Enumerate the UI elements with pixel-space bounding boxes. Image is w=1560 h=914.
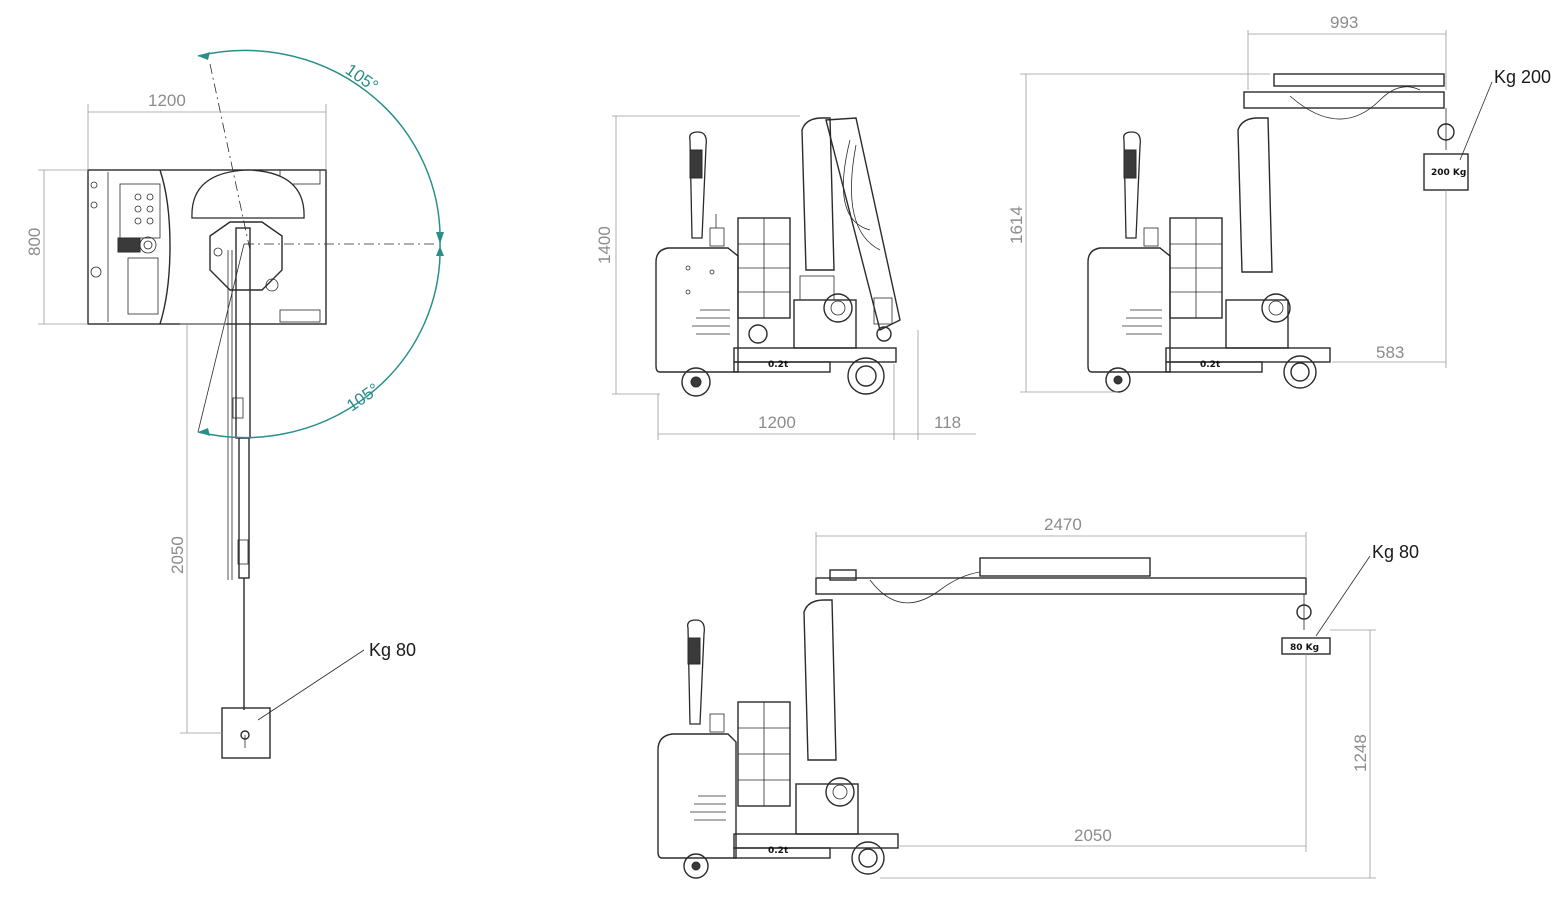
side-view-extended: 80 Kg 0.2t 2470 2050 1248 Kg 80 — [657, 515, 1419, 879]
side-view-raised: 200 Kg 0.2t 993 1614 583 Kg 200 — [1007, 13, 1551, 393]
dim-folded-height: 1400 — [595, 226, 614, 264]
dim-top-reach: 2050 — [168, 536, 187, 574]
extended-chassis — [733, 833, 899, 849]
top-view: 105° 105° 1200 800 2050 Kg 80 — [25, 49, 444, 759]
dim-top-depth: 800 — [25, 228, 44, 256]
dim-extended-boom: 2470 — [1044, 515, 1082, 534]
extended-power-unit — [657, 733, 737, 859]
dim-raised-height: 1614 — [1007, 206, 1026, 244]
dim-raised-wheel: 583 — [1376, 343, 1404, 362]
folded-chassis — [733, 347, 897, 363]
raised-tiller-handle — [1123, 131, 1141, 239]
dim-folded-overhang: 118 — [934, 413, 961, 432]
top-view-lower-arc — [197, 243, 441, 439]
extended-load-label: Kg 80 — [1372, 542, 1419, 562]
dim-raised-reach: 993 — [1330, 13, 1358, 32]
extended-weight-tag: 80 Kg — [1290, 643, 1319, 653]
extended-tiller-handle — [687, 619, 705, 725]
dim-top-width: 1200 — [148, 91, 186, 110]
top-view-load — [221, 707, 271, 759]
raised-badge: 0.2t — [1200, 360, 1221, 370]
folded-badge: 0.2t — [768, 360, 789, 370]
extended-column — [803, 599, 837, 761]
raised-weight-tag: 200 Kg — [1431, 168, 1466, 178]
angle-upper-label: 105° — [342, 60, 382, 96]
raised-chassis — [1165, 347, 1331, 363]
top-view-counterweight — [191, 169, 305, 219]
dim-extended-hook-height: 1248 — [1351, 734, 1370, 772]
side-view-folded: 0.2t 1400 1200 118 — [595, 115, 976, 440]
raised-column — [1237, 117, 1273, 273]
folded-boom — [825, 117, 901, 332]
folded-tiller-handle — [689, 131, 707, 239]
folded-column — [801, 117, 835, 271]
angle-lower-label: 105° — [343, 380, 383, 416]
top-view-upper-arc — [197, 49, 441, 245]
dim-extended-reach: 2050 — [1074, 826, 1112, 845]
extended-badge: 0.2t — [768, 846, 789, 856]
extended-boom — [815, 577, 1307, 595]
dim-folded-length: 1200 — [758, 413, 796, 432]
raised-load-label: Kg 200 — [1494, 67, 1551, 87]
top-view-load-label: Kg 80 — [369, 640, 416, 660]
raised-boom — [1243, 91, 1445, 109]
